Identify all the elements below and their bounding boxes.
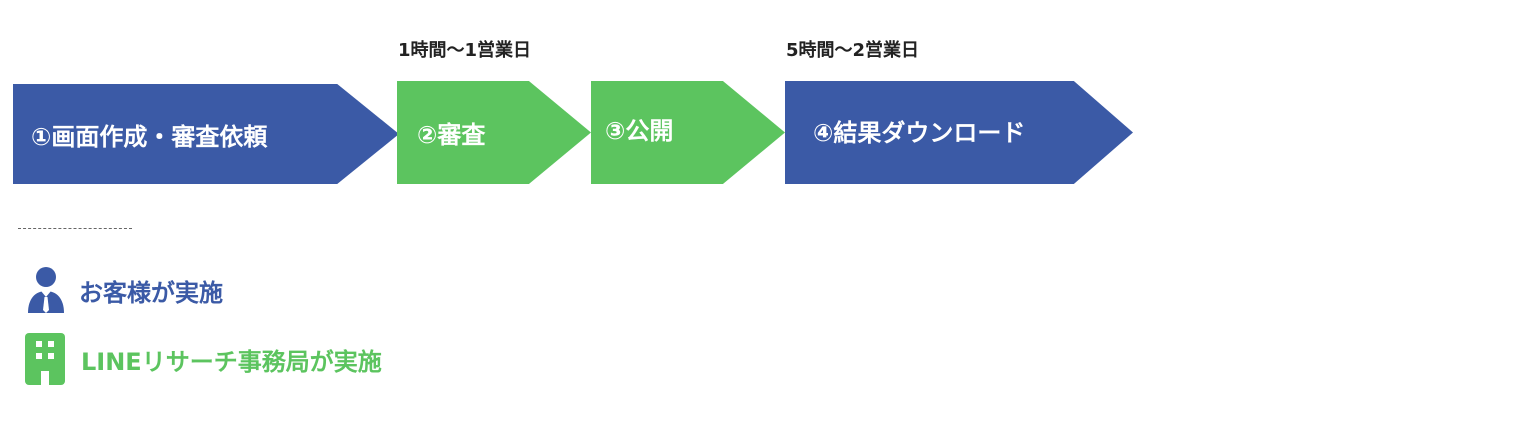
step-label: ④結果ダウンロード	[813, 119, 1026, 147]
step-label: ①画面作成・審査依頼	[31, 122, 268, 151]
legend-customer: お客様が実施	[25, 266, 223, 314]
step-label: ②審査	[417, 121, 486, 149]
legend-line-research: LINEリサーチ事務局が実施	[25, 333, 382, 385]
legend-customer-label: お客様が実施	[79, 278, 223, 307]
building-icon	[25, 333, 65, 385]
step-review: ②審査	[397, 81, 591, 184]
legend-line-research-label: LINEリサーチ事務局が実施	[81, 347, 382, 376]
duration-label-review: 1時間〜1営業日	[398, 40, 532, 61]
step-download-results: ④結果ダウンロード	[785, 81, 1133, 184]
person-icon	[25, 266, 67, 314]
step-create-screen-request-review: ①画面作成・審査依頼	[13, 84, 399, 184]
legend-divider	[18, 228, 132, 229]
duration-label-results: 5時間〜2営業日	[786, 40, 920, 61]
step-label: ③公開	[605, 117, 674, 145]
step-publish: ③公開	[591, 81, 785, 184]
